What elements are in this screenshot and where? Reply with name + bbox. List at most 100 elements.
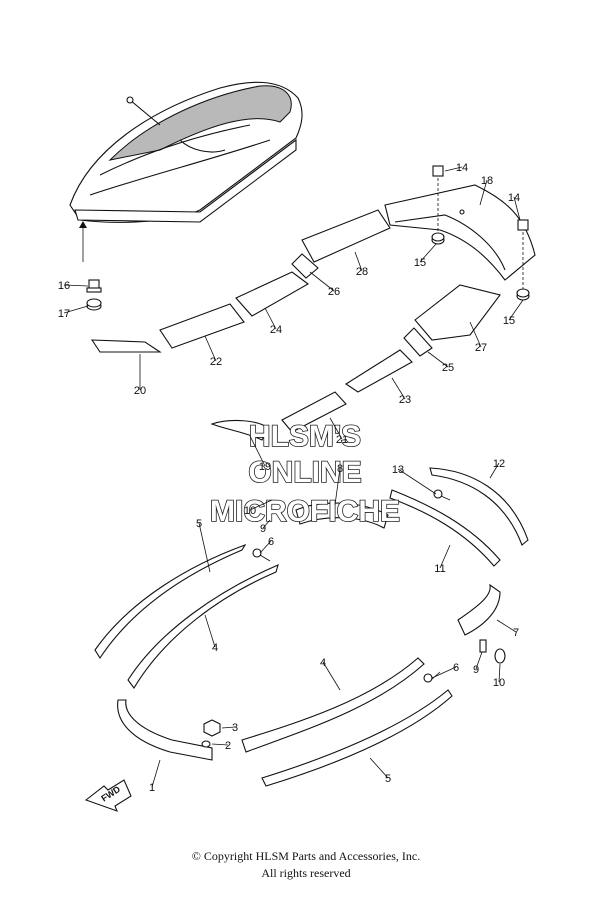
copyright-line-2: All rights reserved bbox=[261, 866, 351, 880]
leader-line bbox=[322, 661, 341, 691]
mat-23 bbox=[344, 349, 413, 393]
fwd-arrow-icon: FWD bbox=[84, 779, 132, 812]
callout-10: 10 bbox=[493, 677, 505, 689]
callout-27: 27 bbox=[475, 342, 487, 354]
watermark: HLSM'S ONLINE MICROFICHE bbox=[209, 419, 401, 529]
leader-line bbox=[249, 435, 266, 467]
callout-24: 24 bbox=[270, 324, 282, 336]
leader-line bbox=[329, 417, 343, 440]
leader-line bbox=[211, 743, 229, 746]
callout-26: 26 bbox=[328, 286, 340, 298]
callout-11: 11 bbox=[434, 563, 445, 575]
callout-25: 25 bbox=[442, 362, 454, 374]
leader-line bbox=[427, 351, 449, 368]
callout-8: 8 bbox=[337, 463, 343, 475]
bumper-1 bbox=[117, 699, 213, 761]
screw-6-b bbox=[423, 671, 441, 683]
callout-13: 13 bbox=[392, 464, 404, 476]
callout-23: 23 bbox=[399, 394, 411, 406]
callout-18: 18 bbox=[481, 175, 493, 187]
mat-26 bbox=[291, 253, 319, 279]
watermark-line-1: HLSM'S bbox=[249, 420, 361, 453]
leader-line bbox=[391, 377, 406, 400]
leader-line bbox=[264, 307, 277, 330]
leader-line bbox=[63, 284, 89, 287]
guard-7 bbox=[457, 583, 501, 636]
mat-20 bbox=[90, 339, 162, 353]
mat-22 bbox=[159, 303, 245, 349]
leader-line bbox=[496, 619, 517, 633]
mat-25 bbox=[403, 327, 433, 357]
callout-12: 12 bbox=[493, 458, 505, 470]
callout-6: 6 bbox=[453, 662, 459, 674]
watermark-line-2: ONLINE bbox=[248, 456, 361, 489]
leader-line bbox=[151, 759, 161, 788]
callout-4: 4 bbox=[320, 657, 326, 669]
callout-6: 6 bbox=[268, 536, 274, 548]
rail-4-upper bbox=[127, 564, 279, 689]
callout-16: 16 bbox=[58, 280, 70, 292]
rail-12 bbox=[429, 467, 529, 546]
mat-24 bbox=[235, 271, 309, 317]
washer-2 bbox=[201, 740, 211, 748]
leader-line bbox=[439, 544, 451, 569]
watercraft-icon bbox=[69, 81, 303, 223]
callout-4: 4 bbox=[212, 642, 218, 654]
callout-14: 14 bbox=[456, 162, 468, 174]
callout-17: 17 bbox=[58, 308, 70, 320]
mat-27 bbox=[414, 284, 501, 341]
callout-28: 28 bbox=[356, 266, 368, 278]
leader-line bbox=[354, 251, 363, 272]
screw-13 bbox=[433, 489, 451, 501]
leader-line bbox=[419, 243, 437, 263]
fastener-16 bbox=[86, 279, 102, 293]
leader-line bbox=[489, 462, 500, 479]
callout-5: 5 bbox=[196, 518, 202, 530]
leader-line bbox=[262, 519, 271, 529]
callout-3: 3 bbox=[232, 722, 238, 734]
callout-10: 10 bbox=[244, 505, 256, 517]
washer-15-a bbox=[431, 232, 445, 245]
callout-1: 1 bbox=[149, 782, 155, 794]
leader-line bbox=[249, 499, 273, 511]
screw-9 bbox=[479, 639, 487, 653]
leader-line bbox=[479, 179, 488, 206]
guard-8 bbox=[295, 502, 389, 529]
leader-line bbox=[508, 299, 524, 321]
watermark-line-3: MICROFICHE bbox=[210, 495, 400, 528]
leader-line bbox=[498, 663, 501, 683]
callout-21: 21 bbox=[336, 434, 348, 446]
bolt-14-b bbox=[517, 219, 529, 292]
leader-line bbox=[469, 321, 482, 348]
mat-18 bbox=[384, 184, 536, 281]
leader-line bbox=[204, 335, 217, 362]
callout-7: 7 bbox=[513, 627, 519, 639]
callout-9: 9 bbox=[473, 664, 479, 676]
callout-15: 15 bbox=[414, 257, 426, 269]
nut-3 bbox=[203, 719, 221, 737]
rail-5-upper bbox=[94, 543, 247, 660]
leader-line bbox=[444, 166, 463, 172]
callout-9: 9 bbox=[260, 523, 266, 535]
copyright-line-1: © Copyright HLSM Parts and Accessories, … bbox=[191, 849, 421, 863]
leader-line bbox=[259, 540, 272, 554]
rail-5-lower bbox=[261, 689, 453, 787]
leader-line bbox=[475, 651, 483, 670]
callout-5: 5 bbox=[385, 773, 391, 785]
leader-line bbox=[397, 468, 437, 495]
leader-line bbox=[334, 467, 341, 506]
mat-19 bbox=[210, 419, 269, 441]
leader-line bbox=[369, 757, 389, 779]
mat-28 bbox=[301, 209, 391, 263]
callout-2: 2 bbox=[225, 740, 231, 752]
leader-line bbox=[221, 726, 236, 729]
callout-19: 19 bbox=[259, 461, 271, 473]
cap-10 bbox=[494, 648, 506, 664]
washer-15-b bbox=[516, 288, 530, 301]
leader-line bbox=[204, 614, 216, 648]
leader-line bbox=[309, 271, 335, 292]
bolt-14-a bbox=[432, 165, 444, 240]
callout-20: 20 bbox=[134, 385, 146, 397]
mat-21 bbox=[281, 391, 347, 433]
